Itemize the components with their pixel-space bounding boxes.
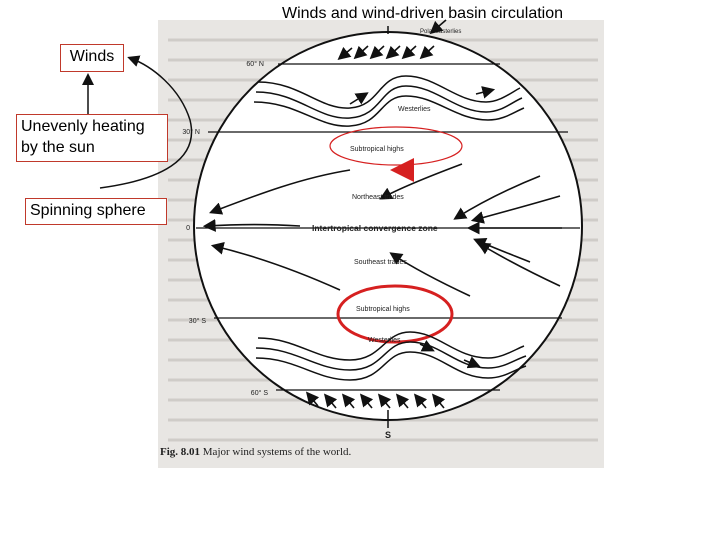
westerlies-north-bands xyxy=(253,75,525,127)
figure-caption: Fig. 8.01 Major wind systems of the worl… xyxy=(160,446,351,458)
westerlies-north-label: Westerlies xyxy=(398,106,431,113)
polar-easterlies-arrows xyxy=(337,19,447,61)
slide-title: Winds and wind-driven basin circulation xyxy=(281,5,564,22)
southeast-trades-arrows xyxy=(210,238,561,297)
figure-caption-text: Major wind systems of the world. xyxy=(202,446,352,458)
lat-30s-label: 30° S xyxy=(189,317,207,325)
northeast-trades-arrows xyxy=(209,163,561,224)
westerlies-south-label: Westerlies xyxy=(368,337,401,344)
uneven-heating-line1: Unevenly heating xyxy=(21,118,145,135)
winds-box: Winds xyxy=(60,44,124,72)
subtropical-highs-north-label: Subtropical highs xyxy=(350,146,404,153)
lat-60s-label: 60° S xyxy=(251,389,269,397)
spinning-sphere-box: Spinning sphere xyxy=(25,198,167,225)
polar-easterlies-south-arrows xyxy=(305,391,446,409)
southeast-trades-label: Southeast trades xyxy=(354,259,407,266)
subtropical-highs-south-label: Subtropical highs xyxy=(356,306,410,313)
itcz-label: Intertropical convergence zone xyxy=(312,223,438,233)
northeast-trades-label: Northeast trades xyxy=(352,194,404,201)
equator-label: 0 xyxy=(186,225,190,232)
lat-60n-label: 60° N xyxy=(246,60,264,68)
figure-caption-number: Fig. 8.01 xyxy=(160,446,201,458)
south-pole-label: S xyxy=(385,430,391,440)
itcz-arrows xyxy=(202,219,562,235)
uneven-heating-box: Unevenly heating by the sun xyxy=(16,114,168,162)
lat-30n-label: 30° N xyxy=(182,128,200,136)
subtropical-highs-south-highlight xyxy=(336,284,454,344)
polar-easterlies-label: Polar easterlies xyxy=(420,29,461,35)
uneven-heating-line2: by the sun xyxy=(21,139,95,156)
westerlies-south-bands xyxy=(255,331,527,381)
